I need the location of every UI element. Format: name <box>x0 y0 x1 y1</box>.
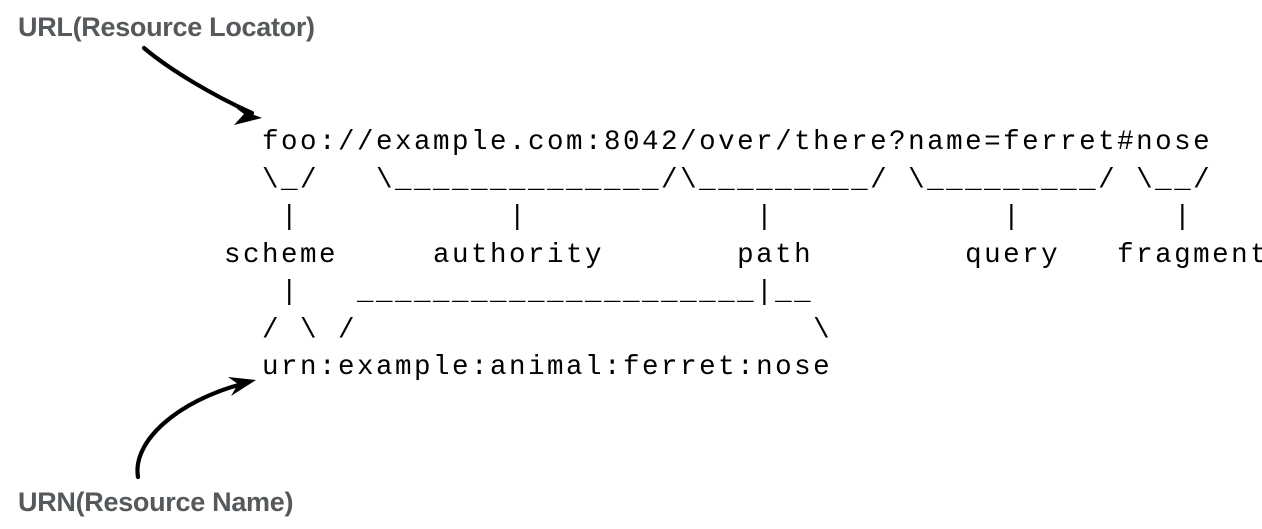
uri-line-urn-brace: / \ / \ <box>224 314 833 346</box>
uri-line-urn: urn:example:animal:ferret:nose <box>224 352 833 383</box>
uri-ascii-diagram: foo://example.com:8042/over/there?name=f… <box>224 124 1262 387</box>
uri-line-labels: scheme authority path query fragment <box>224 239 1262 271</box>
callout-label-url: URL(Resource Locator) <box>18 12 315 42</box>
uri-line-stems: | | | | | <box>224 202 1194 233</box>
uri-line-urn-join: | _____________________|__ <box>224 277 814 308</box>
callout-label-urn: URN(Resource Name) <box>18 487 294 517</box>
callout-arrow-url <box>141 45 262 125</box>
uri-line-url: foo://example.com:8042/over/there?name=f… <box>224 127 1213 158</box>
uri-line-brackets: \_/ \______________/\_________/ \_______… <box>224 164 1213 196</box>
